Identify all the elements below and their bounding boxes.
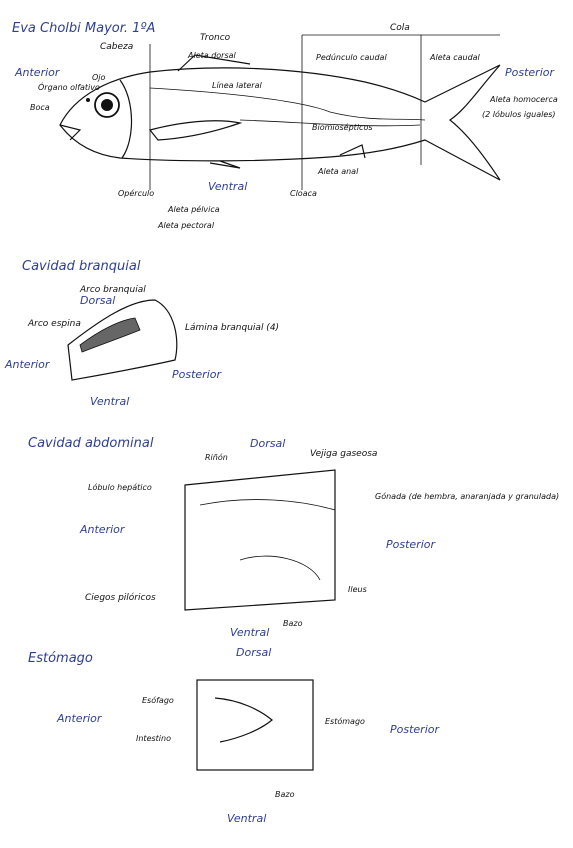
trunk-label: Tronco: [200, 33, 231, 43]
abdomen-diagram: Cavidad abdominal Dorsal Riñón Vejiga ga…: [28, 436, 559, 639]
abdomen-ventral-label: Ventral: [230, 626, 269, 639]
swim-bladder-label: Vejiga gaseosa: [310, 449, 377, 459]
mouth-label: Boca: [30, 103, 50, 112]
stomach-spleen-label: Bazo: [275, 790, 295, 799]
posterior-label: Posterior: [505, 66, 555, 79]
gill-arch-shape: [67, 299, 178, 381]
gill-spine-shape: [79, 317, 141, 353]
gill-anterior-label: Anterior: [4, 358, 51, 371]
abdomen-anterior-label: Anterior: [79, 523, 126, 536]
gill-ventral-label: Ventral: [90, 395, 129, 408]
stomach-dorsal-label: Dorsal: [236, 646, 271, 659]
abdomen-organ-outline: [199, 499, 336, 511]
gill-title: Cavidad branquial: [22, 259, 141, 274]
gill-spine-label: Arco espina: [27, 319, 81, 329]
homocercal-note: (2 lóbulos iguales): [482, 109, 556, 119]
liver-label: Lóbulo hepático: [88, 482, 152, 492]
gill-dorsal-label: Dorsal: [80, 294, 115, 307]
head-label: Cabeza: [100, 42, 133, 52]
ventral-label: Ventral: [208, 180, 247, 193]
fish-diagram: Eva Cholbi Mayor. 1ºA Cabeza Tronco Cola…: [12, 21, 558, 230]
gill-diagram: Cavidad branquial Arco branquial Dorsal …: [4, 259, 279, 408]
lateral-line-label: Línea lateral: [212, 81, 262, 90]
stomach-diagram: Estómago Dorsal Esófago Estómago Anterio…: [28, 646, 440, 825]
anal-fin-shape: [339, 144, 366, 159]
abdomen-posterior-label: Posterior: [386, 538, 436, 551]
abdomen-gut-outline: [239, 555, 321, 581]
stomach-title: Estómago: [28, 651, 93, 666]
olfactory-label: Órgano olfativo: [38, 81, 100, 92]
author-name: Eva Cholbi Mayor. 1ºA: [12, 21, 155, 36]
stomach-shape: [214, 697, 273, 743]
ileum-label: Ileus: [348, 585, 367, 594]
pelvic-fin-label: Aleta pélvica: [167, 204, 220, 214]
pectoral-fin-shape: [148, 120, 243, 141]
anal-fin-label: Aleta anal: [317, 167, 359, 176]
gill-posterior-label: Posterior: [172, 368, 222, 381]
stomach-label: Estómago: [325, 716, 365, 726]
esophagus-label: Esófago: [142, 695, 174, 705]
myosepta-label: Biomiosépticos: [312, 122, 373, 132]
abdomen-box: [184, 469, 336, 611]
operculum-shape: [119, 79, 133, 159]
myosepta-shape: [239, 119, 421, 127]
abdomen-dorsal-label: Dorsal: [250, 437, 285, 450]
gill-arch-label: Arco branquial: [79, 285, 146, 295]
abdomen-title: Cavidad abdominal: [28, 436, 154, 451]
pelvic-fin-shape: [209, 160, 241, 169]
eye-outer: [94, 92, 120, 118]
abdomen-spleen-label: Bazo: [283, 619, 303, 628]
fish-body-outline: [59, 64, 501, 181]
cloaca-label: Cloaca: [290, 189, 317, 198]
pyloric-label: Ciegos pilóricos: [85, 592, 156, 603]
lateral-line-shape: [149, 87, 426, 121]
kidney-label: Riñón: [205, 452, 228, 462]
anterior-label: Anterior: [14, 66, 61, 79]
caudal-peduncle-label: Pedúnculo caudal: [316, 53, 387, 62]
homocercal-label: Aleta homocerca: [489, 95, 558, 104]
stomach-ventral-label: Ventral: [227, 812, 266, 825]
olfactory-dot: [86, 98, 90, 102]
gonad-label: Gónada (de hembra, anaranjada y granulad…: [375, 491, 559, 501]
mouth-shape: [59, 124, 82, 141]
eye-pupil: [101, 99, 113, 111]
stomach-posterior-label: Posterior: [390, 723, 440, 736]
dorsal-fin-label: Aleta dorsal: [187, 51, 237, 60]
dorsal-fin-shape: [177, 54, 251, 72]
intestine-label: Intestino: [136, 734, 171, 743]
gill-lamina-label: Lámina branquial (4): [185, 323, 279, 333]
pectoral-fin-label: Aleta pectoral: [157, 221, 215, 230]
caudal-fin-label: Aleta caudal: [429, 53, 481, 62]
stomach-anterior-label: Anterior: [56, 712, 103, 725]
tail-label: Cola: [390, 23, 410, 33]
eye-label: Ojo: [92, 73, 106, 82]
operculum-label: Opérculo: [118, 188, 154, 198]
stomach-box: [196, 679, 314, 771]
